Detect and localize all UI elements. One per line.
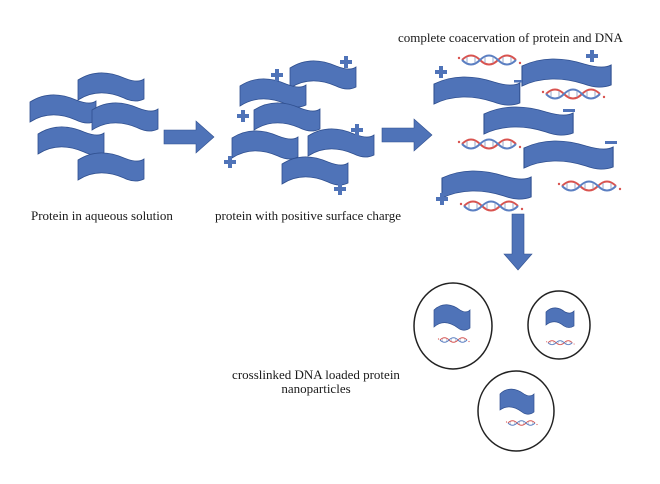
protein-ribbon-icon (77, 72, 145, 102)
dna-helix-icon (545, 340, 576, 346)
right-arrow-icon (163, 120, 215, 154)
plus-charge-icon (271, 69, 283, 81)
protein-ribbon-icon (307, 128, 375, 158)
dna-helix-icon (540, 88, 607, 100)
nanoparticle-circle (477, 370, 555, 452)
protein-ribbon-icon (231, 130, 299, 160)
protein-ribbon-icon (281, 156, 349, 186)
dna-helix-icon (556, 180, 623, 192)
protein-ribbon-icon (37, 126, 105, 156)
dna-helix-icon (456, 138, 523, 150)
stage4-nanoparticles (413, 282, 591, 452)
dna-helix-icon (458, 200, 525, 212)
stage4-label-line1: crosslinked DNA loaded protein (232, 367, 400, 382)
protein-ribbon-icon (433, 304, 471, 331)
nanoparticle-circle (413, 282, 493, 370)
minus-charge-icon (514, 80, 522, 83)
protein-ribbon-icon (91, 102, 159, 132)
plus-charge-icon (340, 56, 352, 68)
stage3-coacervate (433, 50, 623, 212)
stage2-label: protein with positive surface charge (215, 208, 402, 223)
protein-ribbon-icon (441, 170, 532, 200)
stage1-proteins (29, 72, 159, 182)
right-arrow-icon (381, 118, 433, 152)
dna-helix-icon (437, 337, 471, 343)
dna-helix-icon (456, 54, 523, 66)
dna-helix-icon (505, 420, 539, 426)
stage1-label: Protein in aqueous solution (31, 208, 173, 223)
protein-ribbon-icon (433, 76, 521, 106)
protein-ribbon-icon (29, 94, 97, 124)
minus-charge-icon (563, 109, 575, 112)
stage2-proteins (224, 56, 375, 195)
protein-ribbon-icon (483, 106, 574, 136)
protein-ribbon-icon (253, 102, 321, 132)
minus-charge-icon (605, 141, 617, 144)
protein-ribbon-icon (523, 140, 614, 170)
plus-charge-icon (435, 66, 447, 78)
stage4-label-line2: nanoparticles (281, 381, 351, 396)
protein-ribbon-icon (545, 307, 575, 328)
stage3-label: complete coacervation of protein and DNA (398, 30, 623, 45)
plus-charge-icon (237, 110, 249, 122)
down-arrow-icon (503, 213, 533, 271)
protein-ribbon-icon (499, 388, 535, 415)
plus-charge-icon (224, 156, 236, 168)
protein-ribbon-icon (521, 58, 612, 88)
protein-ribbon-icon (77, 152, 145, 182)
nanoparticle-circle (527, 290, 591, 360)
plus-charge-icon (586, 50, 598, 62)
